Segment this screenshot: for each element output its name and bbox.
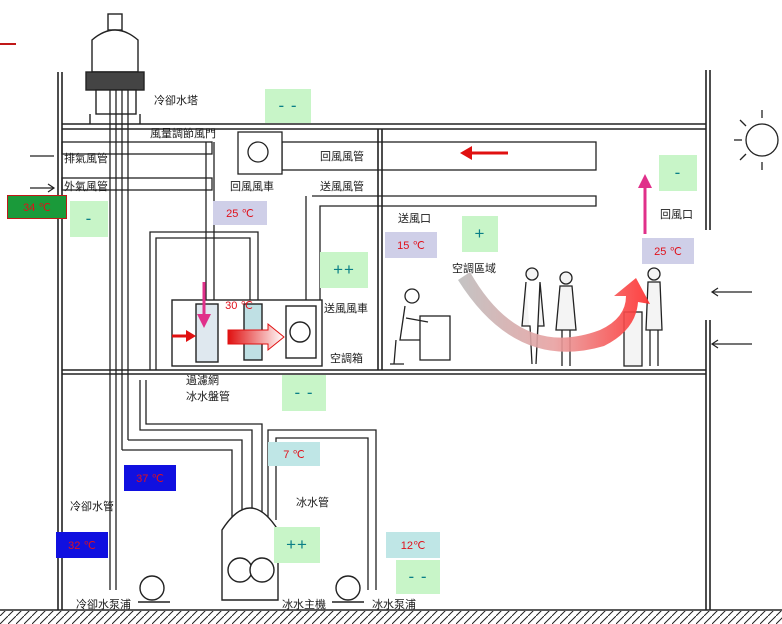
temp-cooling-in: 32 ℃ bbox=[56, 532, 108, 558]
label-exhaust-duct: 排氣風管 bbox=[64, 151, 108, 165]
label-supply-fan: 送風風車 bbox=[324, 301, 368, 315]
label-chilled-water-pipe: 冰水管 bbox=[296, 495, 329, 509]
sign-tower: - - bbox=[265, 89, 311, 123]
label-return-fan: 回風風車 bbox=[230, 179, 274, 193]
temp-room: 25 ℃ bbox=[642, 238, 694, 264]
temp-supply-air: 15 ℃ bbox=[385, 232, 437, 258]
return-inlet-arrow bbox=[638, 174, 652, 234]
label-ahu: 空調箱 bbox=[330, 351, 363, 365]
temp-outdoor: 34 ℃ bbox=[7, 195, 67, 219]
office-worker bbox=[390, 289, 450, 364]
temp-cooling-out: 37 ℃ bbox=[124, 465, 176, 491]
label-outdoor-air-duct: 外氣風管 bbox=[64, 179, 108, 193]
cooling-tower bbox=[86, 14, 144, 124]
label-chilled-coil: 冰水盤管 bbox=[186, 389, 230, 403]
sign-chiller: ++ bbox=[274, 527, 320, 563]
ground-hatch bbox=[0, 611, 782, 624]
sign-chilled-pump: - - bbox=[396, 560, 440, 594]
building-structure bbox=[0, 70, 782, 610]
label-return-duct: 回風風管 bbox=[320, 149, 364, 163]
sun-icon bbox=[734, 110, 778, 170]
return-air-arrow bbox=[460, 146, 508, 160]
label-chiller: 冰水主機 bbox=[282, 597, 326, 611]
temp-coil-air: 30 ℃ bbox=[221, 296, 257, 314]
sign-supply-outlet: + bbox=[462, 216, 498, 252]
room-air-flow-curve bbox=[458, 272, 650, 352]
temp-chilled-return: 12℃ bbox=[386, 532, 440, 558]
label-damper: 風量調節風門 bbox=[150, 126, 216, 140]
label-filter: 過濾網 bbox=[186, 373, 219, 387]
label-cooling-water-pipe: 冷卻水管 bbox=[70, 499, 114, 513]
sign-return-inlet: - bbox=[659, 155, 697, 191]
label-cooling-pump: 冷卻水泵浦 bbox=[76, 598, 131, 611]
label-conditioned-room: 空調區域 bbox=[452, 261, 496, 275]
temp-chilled-supply: 7 ℃ bbox=[268, 442, 320, 466]
label-return-inlet: 回風口 bbox=[660, 208, 693, 221]
standing-people bbox=[522, 268, 662, 366]
temp-return-air: 25 ℃ bbox=[213, 201, 267, 225]
label-chilled-pump: 冰水泵浦 bbox=[372, 598, 416, 611]
label-cooling-tower: 冷卻水塔 bbox=[154, 94, 198, 107]
label-supply-duct: 送風風管 bbox=[320, 179, 364, 193]
sign-coil: - - bbox=[282, 375, 326, 411]
chiller-and-pumps bbox=[138, 508, 364, 602]
sign-supply-fan: ++ bbox=[320, 252, 368, 288]
label-supply-outlet: 送風口 bbox=[398, 211, 431, 225]
sign-outdoor: - bbox=[70, 201, 108, 237]
